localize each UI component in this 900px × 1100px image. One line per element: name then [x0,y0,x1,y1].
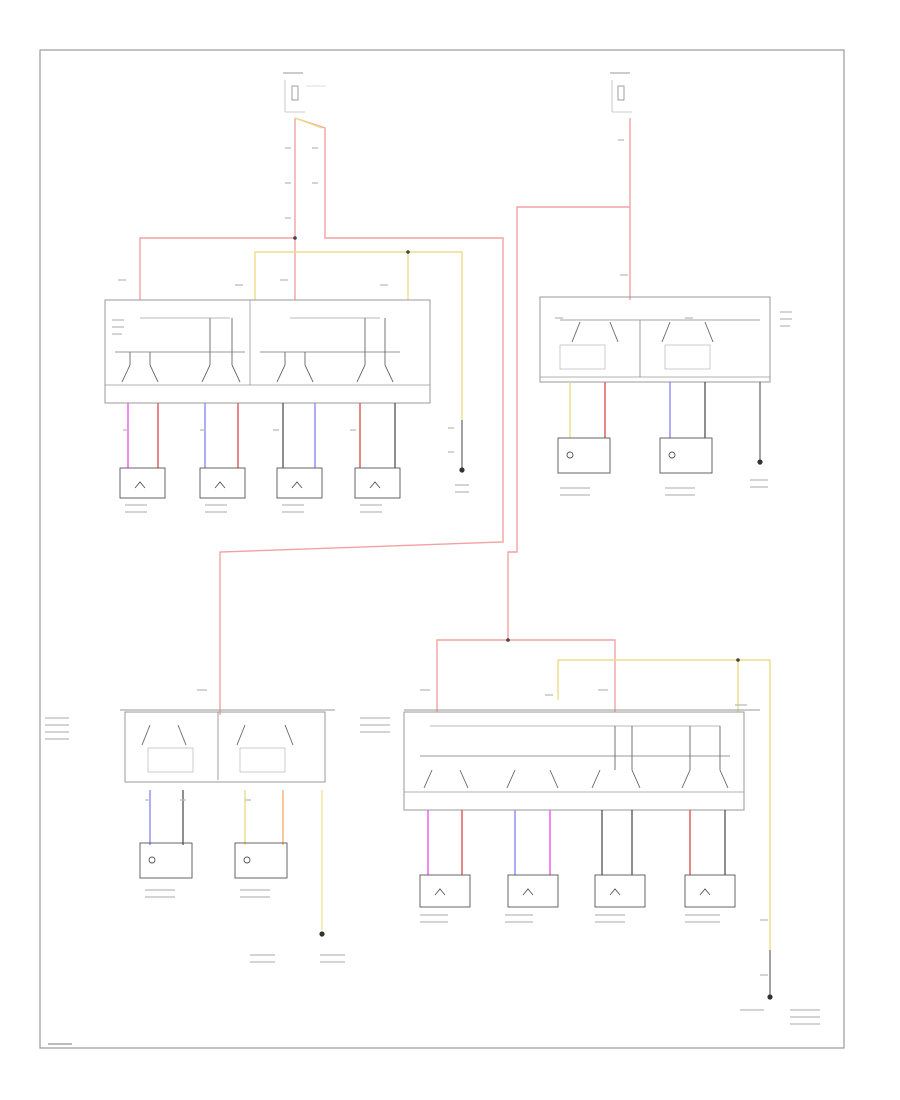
motor-icon [594,874,646,908]
top-right-switch-module [539,296,771,383]
bottom-left-motors [139,842,288,879]
fuse-icon [617,85,625,101]
motor-icon [199,467,246,499]
switch-icon [141,724,294,746]
top-left-module-outputs [127,403,465,473]
motor-icon [507,874,559,908]
ground-icon [767,994,773,1000]
ground-icon [319,931,325,937]
motor-icon [234,842,288,879]
ground-icon [757,459,763,465]
top-right-module-outputs [569,382,763,465]
motor-icon [557,437,611,474]
top-left-motors [119,467,401,499]
bottom-left-module-outputs [149,790,325,937]
bottom-right-module-outputs [427,810,726,875]
switch-icon [423,726,729,789]
power-feed-right [436,72,632,712]
bottom-left-switch-module [120,709,335,783]
motor-icon [354,467,401,499]
motor-icon [139,842,193,879]
bottom-right-switch-module [403,709,760,811]
top-right-motors [557,437,713,474]
motor-icon [119,467,166,499]
ground-icon [459,467,465,473]
motor-icon [276,467,323,499]
top-left-switch-module [104,299,431,404]
fuse-icon [291,85,299,101]
motor-icon [684,874,736,908]
diagram-frame [39,49,845,1049]
bottom-right-power [557,658,773,1000]
switch-icon [571,321,714,343]
switch-icon [121,318,394,383]
motor-icon [659,437,713,474]
illegible-label-marks [45,139,820,1025]
bottom-right-motors [419,874,736,908]
motor-icon [419,874,471,908]
power-feed-left [139,72,504,715]
